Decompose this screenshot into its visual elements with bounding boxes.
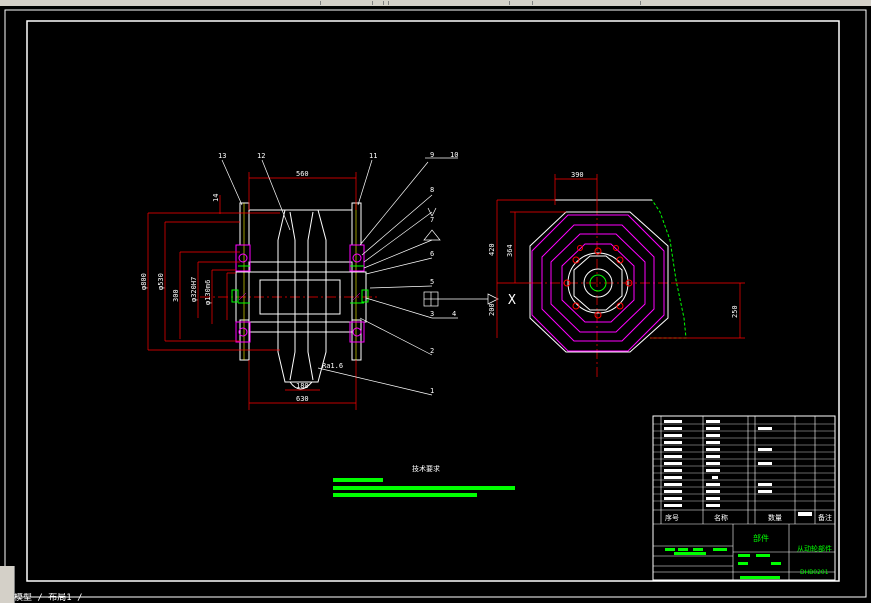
side-view-dimensions [496,174,745,339]
balloon-5: 5 [430,278,434,286]
front-view-dimension-text: 560 630 180 Ra1.6 φ800 φ530 300 φ320H7 φ… [140,170,343,403]
dim-side-h1: 420 [488,243,496,256]
dim-diameter-5: φ130m6 [204,280,212,305]
dim-chamfer: Ra1.6 [322,362,343,370]
dim-small-top: 14 [212,194,220,202]
dim-side-right: 250 [731,305,739,318]
title-block-drawing-name: 从动轮部件 [797,544,832,553]
balloon-8: 8 [430,186,434,194]
front-view-dimensions [147,172,357,410]
part-balloons: 13 12 11 9 10 8 7 6 5 3 4 2 1 [218,151,458,395]
technical-notes: 技术要求 [333,464,515,497]
title-block-header-qty: 数量 [768,513,782,522]
ucs-icon-fragment [0,566,15,603]
balloon-7: 7 [430,216,434,224]
sheet-border [4,9,867,598]
title-block-part: 部件 [753,533,769,543]
dim-hub-width: 180 [296,382,309,390]
balloon-13: 13 [218,152,226,160]
front-view [200,202,380,390]
dim-top-width: 560 [296,170,309,178]
balloon-3: 3 [430,310,434,318]
balloon-12: 12 [257,152,265,160]
part-leaders [221,157,499,396]
side-view-dimension-text: 390 420 364 200 250 X [488,171,739,318]
dim-diameter-4: φ320H7 [190,277,198,302]
balloon-11: 11 [369,152,377,160]
dim-overall-width: 630 [296,395,309,403]
dim-outer-diameter: φ800 [140,273,148,290]
notes-title: 技术要求 [412,464,440,473]
dim-side-h3: 200 [488,303,496,316]
title-block: 序号 名称 数量 备注 部件 从动轮部件 DHB0201 [652,415,836,581]
dim-diameter-3: 300 [172,289,180,302]
title-block-header-name: 名称 [714,513,728,522]
view-label-x: X [508,293,516,308]
balloon-9: 9 [430,151,434,159]
side-view [529,199,687,380]
balloon-1: 1 [430,387,434,395]
balloon-2: 2 [430,347,434,355]
balloon-4: 4 [452,310,456,318]
layout-tabs[interactable]: 模型 / 布局1 / [14,593,83,603]
balloon-6: 6 [430,250,434,258]
dim-side-top: 390 [571,171,584,179]
title-block-header-no: 序号 [665,513,679,522]
application-toolbar-strip [0,0,871,6]
title-block-drawing-code: DHB0201 [800,569,829,576]
balloon-10: 10 [450,151,458,159]
dim-diameter-2: φ530 [157,273,165,290]
title-block-header-remark: 备注 [818,513,832,522]
drawing-frame [26,20,840,582]
dim-side-h2: 364 [506,244,514,257]
